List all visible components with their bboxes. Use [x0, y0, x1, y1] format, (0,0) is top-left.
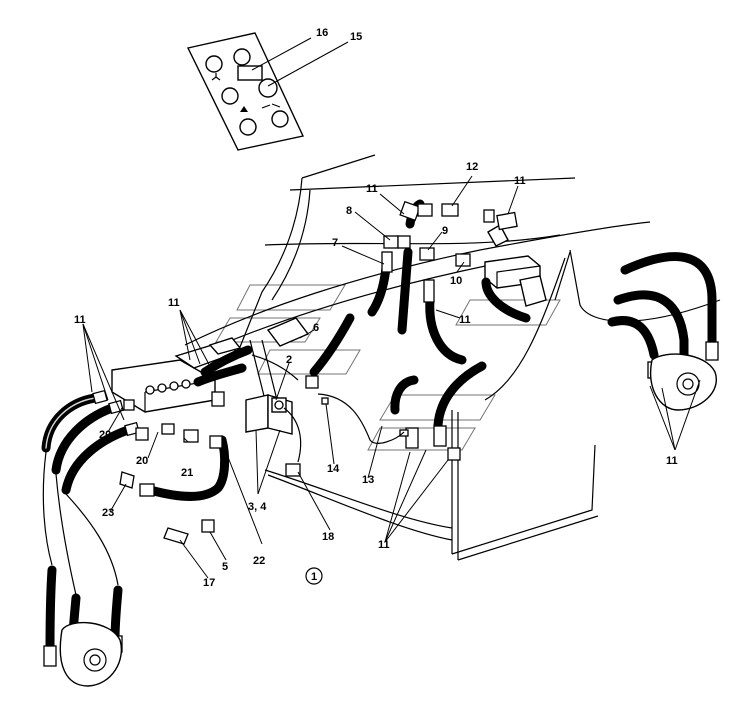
valve-manifold — [111, 337, 242, 413]
callout-15: 15 — [350, 31, 362, 43]
callout-14: 14 — [327, 463, 340, 475]
hydraulic-pump-left — [59, 621, 122, 687]
callout-11: 11 — [666, 455, 678, 467]
callout-12: 12 — [466, 161, 478, 173]
callout-11: 11 — [378, 539, 390, 551]
callout-10: 10 — [450, 275, 462, 287]
leader-lines — [82, 175, 701, 579]
callout-9: 9 — [442, 225, 448, 237]
callout-13: 13 — [362, 474, 374, 486]
callout-8: 8 — [346, 205, 352, 217]
figure-number-ring — [305, 567, 323, 585]
callout-11: 11 — [168, 297, 180, 309]
control-panel — [186, 32, 305, 151]
control-valve — [484, 224, 547, 307]
callout-7: 7 — [332, 237, 338, 249]
callout-11: 11 — [459, 314, 471, 326]
callout-3-4: 3, 4 — [248, 501, 267, 513]
callout-16: 16 — [316, 27, 328, 39]
solenoid-valve — [245, 394, 293, 435]
callout-2: 2 — [286, 354, 292, 366]
callout-11: 11 — [366, 183, 378, 195]
figure-number: 1 — [311, 571, 317, 583]
callout-23: 23 — [102, 507, 114, 519]
callout-11: 11 — [74, 314, 86, 326]
hydraulic-pump-right — [650, 353, 717, 411]
callout-11: 11 — [514, 175, 526, 187]
bracket-part-6 — [251, 317, 310, 381]
callout-labels: 16 15 12 11 11 8 9 7 10 11 6 11 11 2 20 … — [74, 27, 678, 589]
callout-21: 21 — [181, 467, 193, 479]
callout-22: 22 — [253, 555, 265, 567]
callout-17: 17 — [203, 577, 215, 589]
callout-20: 20 — [136, 455, 148, 467]
callout-18: 18 — [322, 531, 334, 543]
callout-6: 6 — [313, 322, 319, 334]
wiring — [283, 393, 405, 463]
callout-20: 20 — [99, 429, 111, 441]
callout-5: 5 — [222, 561, 228, 573]
